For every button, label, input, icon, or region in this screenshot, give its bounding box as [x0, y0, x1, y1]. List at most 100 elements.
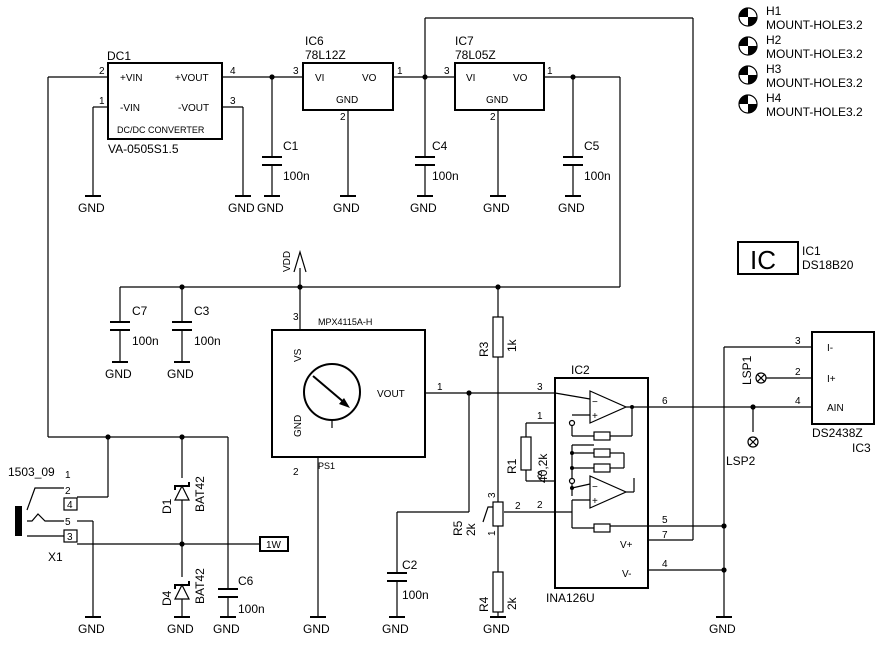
opamp-upper-icon [589, 390, 628, 424]
gnd-label: GND [167, 622, 194, 636]
c5-ref: C5 [584, 139, 600, 153]
ground-symbol: GND [213, 616, 240, 636]
x1-pin-5: 5 [65, 517, 71, 528]
c3-value: 100n [194, 334, 221, 348]
resistor-r1: R1 40,2k [505, 436, 550, 483]
ic6-pin-vi: VI [315, 73, 324, 84]
ic1-ref: IC1 [802, 244, 821, 258]
ic7-pin-gnd: GND [486, 95, 508, 106]
c7-value: 100n [132, 334, 159, 348]
ic3-pin-2: 2 [795, 367, 801, 378]
ground-symbol: GND [105, 361, 132, 381]
ps1-pin-vs: VS [293, 348, 304, 362]
mount-hole-ref: H4 [766, 91, 782, 105]
gnd-label: GND [257, 201, 284, 215]
ic6-pin-2: 2 [340, 112, 346, 123]
ic6-pin-1: 1 [397, 66, 403, 77]
instrumentation-amp-ic2: IC2 INA126U V+ V- 3 1 8 2 6 5 7 4 − + − … [537, 363, 668, 605]
mount-hole-value: MOUNT-HOLE3.2 [766, 76, 863, 90]
diode-d1: D1 BAT42 [160, 476, 207, 514]
resistor-r3: R3 1k [477, 316, 519, 358]
gnd-label: GND [78, 622, 105, 636]
test-point-icon [755, 372, 767, 384]
d1-value: BAT42 [193, 476, 207, 512]
ic7-pin-3: 3 [444, 66, 450, 77]
ic7-pin-vi: VI [466, 73, 475, 84]
capacitor-c3: C3 100n [172, 304, 221, 348]
gnd-label: GND [483, 201, 510, 215]
vdd-supply-symbol: VDD [282, 249, 307, 273]
lsp2-ref: LSP2 [726, 454, 756, 468]
ic2-pin-7: 7 [662, 530, 668, 541]
vdd-label: VDD [282, 251, 293, 272]
ic7-pin-1: 1 [547, 66, 553, 77]
gnd-label: GND [483, 622, 510, 636]
c1-value: 100n [283, 169, 310, 183]
mount-holes: H1MOUNT-HOLE3.2H2MOUNT-HOLE3.2H3MOUNT-HO… [738, 4, 863, 119]
net-1w-text: 1W [266, 540, 282, 551]
ps1-pin-vout: VOUT [377, 389, 405, 400]
ground-symbol: GND [333, 195, 360, 215]
mount-hole-value: MOUNT-HOLE3.2 [766, 18, 863, 32]
battery-monitor-ic3: I- I+ AIN 3 2 4 DS2438Z IC3 [795, 331, 875, 455]
ground-symbol: GND [78, 195, 105, 215]
regulator-ic7: IC7 78L05Z VI VO GND 3 1 2 [444, 34, 553, 123]
d4-value: BAT42 [193, 568, 207, 604]
x1-pin-4: 4 [67, 500, 73, 511]
gnd-label: GND [558, 201, 585, 215]
svg-text:−: − [592, 397, 598, 408]
capacitor-c7: C7 100n [110, 304, 159, 348]
d4-ref: D4 [160, 590, 174, 606]
dc1-body-label: DC/DC CONVERTER [117, 125, 205, 135]
r3-value: 1k [505, 338, 519, 352]
c2-ref: C2 [402, 558, 418, 572]
gnd-label: GND [382, 622, 409, 636]
d1-ref: D1 [160, 498, 174, 514]
ground-symbol: GND [483, 195, 510, 215]
ic7-pin-2: 2 [490, 112, 496, 123]
ic2-pin-6: 6 [662, 396, 668, 407]
ground-symbol: GND [78, 616, 105, 636]
gnd-label: GND [167, 367, 194, 381]
c1-ref: C1 [283, 139, 299, 153]
ground-symbol: GND [483, 616, 510, 636]
x1-pin-2: 2 [65, 486, 71, 497]
x1-ref: X1 [48, 550, 63, 564]
r4-ref: R4 [477, 596, 491, 612]
ic6-value: 78L12Z [305, 48, 346, 62]
r5-ref: R5 [451, 520, 465, 536]
dc1-pin-vin-minus: -VIN [120, 103, 140, 114]
ground-symbol: GND [303, 616, 330, 636]
potentiometer-r5: R5 2k 3 2 1 [451, 492, 521, 536]
gnd-label: GND [105, 367, 132, 381]
opamp-lower-icon [589, 475, 628, 509]
ground-symbol: GND [410, 195, 437, 215]
ic3-pin-4: 4 [795, 396, 801, 407]
resistor-r4: R4 2k [477, 571, 519, 613]
mount-hole-ref: H3 [766, 62, 782, 76]
ps1-pin-2: 2 [293, 467, 299, 478]
ic2-pin-8: 8 [537, 470, 543, 481]
capacitor-c5: C5 100n [563, 139, 611, 183]
svg-text:+: + [592, 496, 598, 507]
regulator-ic6: IC6 78L12Z VI VO GND 3 1 2 [293, 34, 403, 123]
gnd-label: GND [78, 201, 105, 215]
ic2-pin-1: 1 [537, 411, 543, 422]
r5-pin-1: 1 [487, 530, 498, 536]
ic6-pin-3: 3 [293, 66, 299, 77]
temperature-sensor-ic1: IC IC1 DS18B20 [737, 241, 854, 275]
ps1-ref: PS1 [318, 461, 335, 471]
ground-symbol: GND [167, 616, 194, 636]
ic2-pin-2: 2 [537, 500, 543, 511]
x1-pin-1: 1 [65, 470, 71, 481]
ground-symbol: GND [558, 195, 585, 215]
ground-symbol: GND [709, 616, 736, 636]
junctions [105, 74, 756, 573]
dc1-pin-vout-minus: -VOUT [178, 103, 209, 114]
ic3-ref: IC3 [852, 441, 871, 455]
ground-symbol: GND [167, 361, 194, 381]
